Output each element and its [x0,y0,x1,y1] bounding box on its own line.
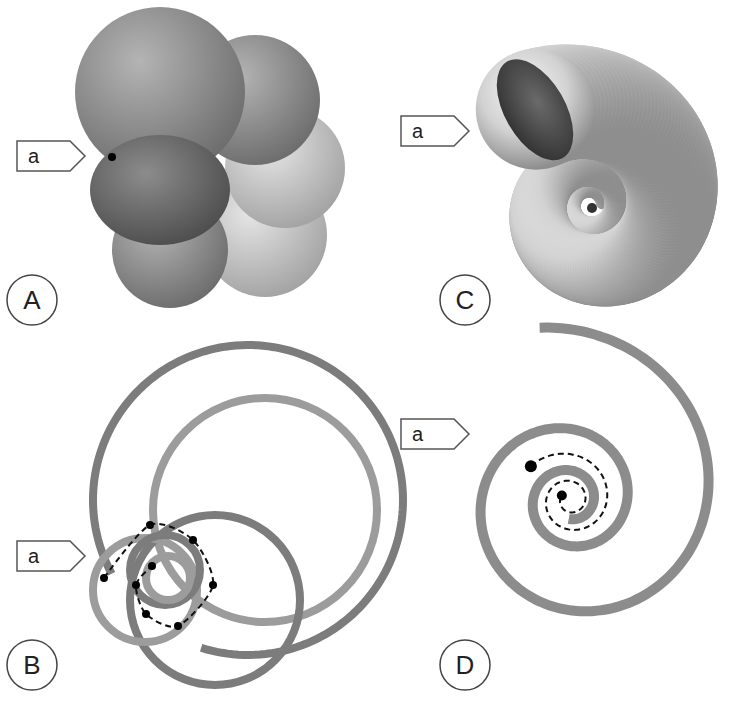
coiled-shell [476,44,718,306]
aperture-dot [100,574,108,582]
aperture-dot [174,622,182,630]
shell-aperture [481,46,589,173]
chamber [90,135,230,245]
arrow-letter: a [412,115,423,147]
aperture-dot [189,536,197,544]
arrow-letter: a [28,140,39,172]
growth-path [531,454,607,530]
panel-letter: C [456,285,475,316]
chamber-cluster [75,7,345,308]
arrow-label: a [16,540,86,572]
arrow-letter: a [412,418,423,450]
arrow-label: a [400,418,470,450]
arrow-label: a [400,115,470,147]
arrow-shape [17,141,85,171]
aperture-dot [142,610,150,618]
aperture-dot [132,581,140,589]
circle-shape [440,275,490,325]
circle-shape [7,640,57,690]
chamber-outline [146,556,190,600]
arrow-label: a [16,140,86,172]
panel-letter: D [456,650,475,681]
chamber-outline [130,535,200,605]
panel-label: D [439,639,491,691]
panel-letter: A [23,285,40,316]
aperture-dot [209,581,217,589]
label-outline [400,418,470,450]
aperture-dot [146,521,154,529]
chamber-outlines [93,345,403,685]
aperture-dot [525,460,537,472]
circle-shape [7,275,57,325]
chamber-outline [93,345,403,655]
aperture-dot [108,153,116,161]
panel-label: B [6,639,58,691]
panel-label: C [439,274,491,326]
planar-spiral [481,328,709,612]
panel-letter: B [23,650,40,681]
aperture-dot [557,491,567,501]
arrow-letter: a [28,540,39,572]
arrow-shape [401,419,469,449]
label-outline [400,115,470,147]
shell-umbilicus [587,203,597,213]
label-outline [16,540,86,572]
aperture-dot [148,562,156,570]
circle-shape [440,640,490,690]
label-outline [16,140,86,172]
arrow-shape [401,116,469,146]
aperture-dots [100,521,217,630]
panel-label: A [6,274,58,326]
chamber-outline [93,538,197,642]
growth-path [104,524,213,627]
arrow-shape [17,541,85,571]
spiral-wall [481,328,709,612]
